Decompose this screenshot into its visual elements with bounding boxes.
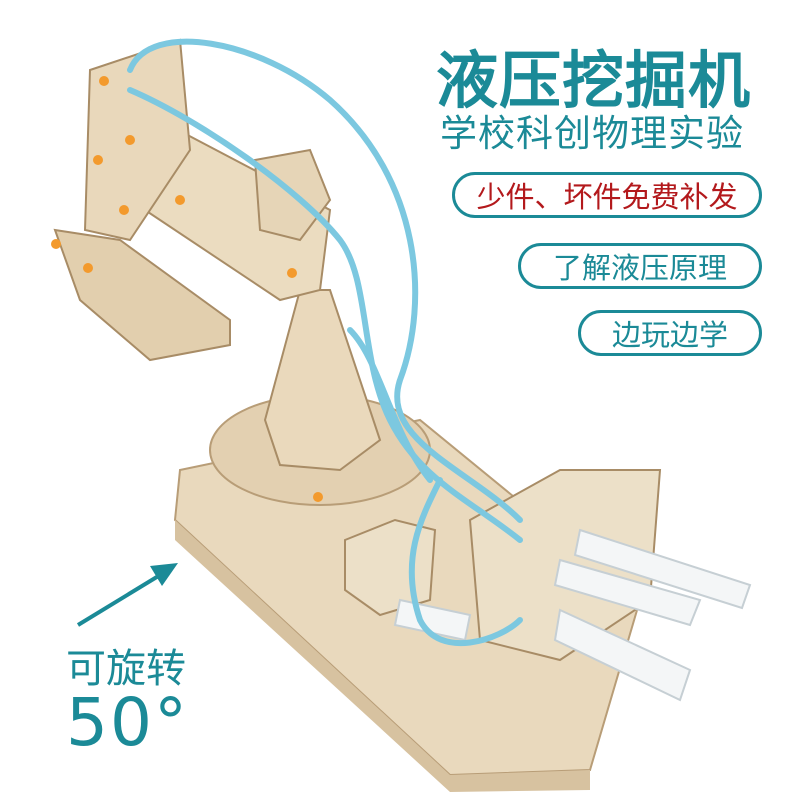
syringes	[393, 528, 752, 702]
hydraulic-tubes	[127, 38, 523, 647]
badge-hydraulic-principle: 了解液压原理	[518, 243, 762, 289]
orange-pins	[51, 76, 323, 502]
rotation-value: 50°	[66, 684, 189, 761]
bucket	[53, 228, 231, 362]
product-subtitle: 学校科创物理实验	[440, 112, 744, 155]
rotation-arrow-icon	[76, 563, 178, 627]
badge-label: 边玩边学	[611, 318, 728, 352]
badge-learn-through-play: 边玩边学	[578, 310, 762, 356]
badge-label: 少件、坏件免费补发	[476, 180, 738, 214]
product-title: 液压挖掘机	[436, 44, 752, 117]
rotation-label: 可旋转	[66, 646, 186, 692]
badge-label: 了解液压原理	[552, 251, 727, 285]
small-box	[344, 518, 437, 617]
badge-free-replacement: 少件、坏件免费补发	[452, 172, 762, 218]
